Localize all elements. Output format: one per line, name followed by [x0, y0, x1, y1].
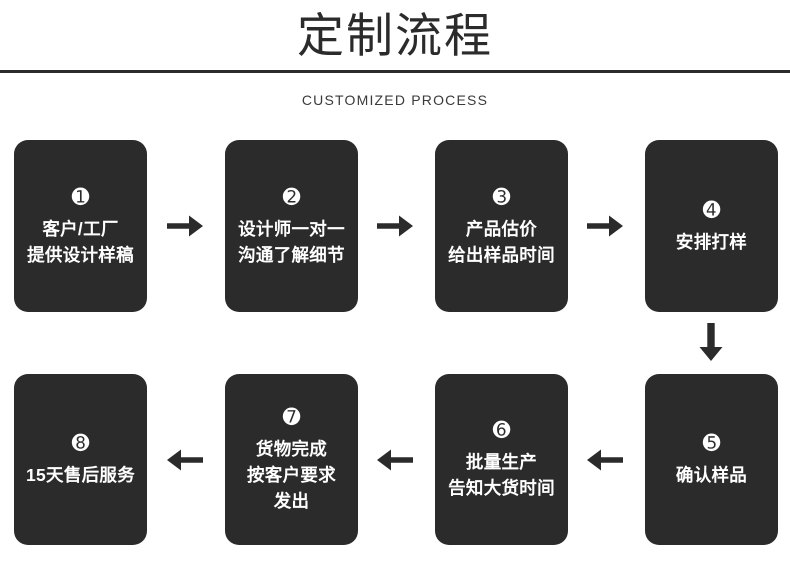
arrow-left-icon-2 — [375, 443, 415, 477]
title-divider — [0, 70, 790, 73]
step-box-2[interactable]: ➋ 设计师一对一 沟通了解细节 — [225, 140, 358, 312]
step-number-badge-3: ➌ — [492, 184, 511, 209]
arrow-left-icon-3 — [585, 443, 625, 477]
step-number-badge-4: ➍ — [702, 197, 721, 222]
arrow-right-icon-3 — [585, 209, 625, 243]
step-number-badge-6: ➏ — [492, 418, 511, 442]
arrow-right-icon-1 — [165, 209, 205, 243]
page-subtitle: CUSTOMIZED PROCESS — [301, 92, 489, 108]
step-label-3: 产品估价 给出样品时间 — [448, 218, 555, 265]
step-label-1: 客户/工厂 提供设计样稿 — [27, 218, 134, 265]
step-number-badge-2: ➋ — [282, 184, 301, 209]
step-box-7[interactable]: ➐ 货物完成 按客户要求 发出 — [225, 374, 358, 545]
arrow-left-icon-1 — [165, 443, 205, 477]
step-box-8[interactable]: ➑ 15天售后服务 — [14, 374, 147, 545]
step-box-4[interactable]: ➍ 安排打样 — [645, 140, 778, 312]
step-box-1[interactable]: ➊ 客户/工厂 提供设计样稿 — [14, 140, 147, 312]
step-label-5: 确认样品 — [675, 465, 748, 485]
step-label-2: 设计师一对一 沟通了解细节 — [238, 218, 345, 265]
step-number-badge-1: ➊ — [71, 184, 90, 209]
step-number-badge-7: ➐ — [282, 405, 301, 429]
step-label-7: 货物完成 按客户要求 发出 — [247, 439, 336, 511]
step-box-5[interactable]: ➎ 确认样品 — [645, 374, 778, 545]
step-box-3[interactable]: ➌ 产品估价 给出样品时间 — [435, 140, 568, 312]
header: 定制流程 CUSTOMIZED PROCESS — [0, 0, 790, 130]
step-label-8: 15天售后服务 — [25, 465, 136, 485]
step-number-badge-5: ➎ — [702, 431, 721, 455]
step-number-badge-8: ➑ — [71, 431, 90, 455]
step-label-4: 安排打样 — [675, 231, 748, 252]
arrow-right-icon-2 — [375, 209, 415, 243]
step-box-6[interactable]: ➏ 批量生产 告知大货时间 — [435, 374, 568, 545]
step-label-6: 批量生产 告知大货时间 — [448, 452, 555, 498]
page-title: 定制流程 — [297, 9, 493, 62]
arrow-down-icon — [694, 321, 728, 363]
